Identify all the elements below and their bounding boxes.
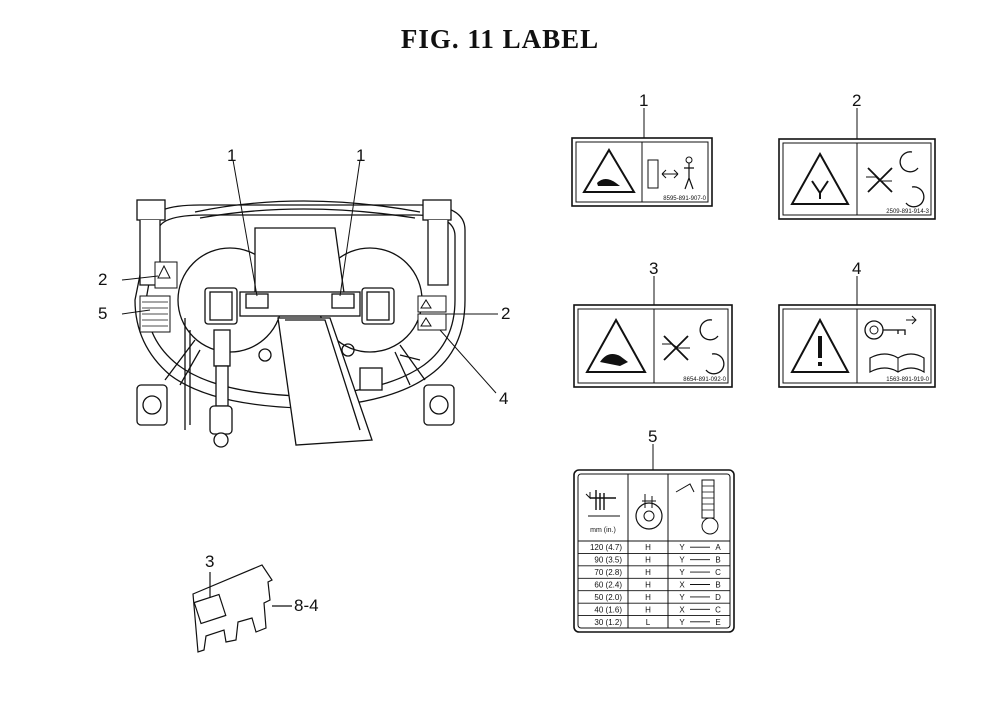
label-1: 8595-891-907-0 (571, 108, 713, 207)
label-3: 8654-891-092-0 (573, 276, 733, 388)
label-4-part-number: 1563-891-919-0 (886, 377, 929, 383)
height-chart-cell-pin: H (645, 543, 651, 552)
height-chart-cell-pin: H (645, 568, 651, 577)
height-chart-cell-position: Y (679, 543, 685, 552)
callout-deck-right-1: 1 (356, 146, 366, 165)
height-chart-cell-position: X (679, 581, 685, 590)
figure-title: FIG. 11 LABEL (400, 24, 600, 54)
callout-plate-3: 3 (205, 552, 215, 571)
height-chart-cell-height: 40 (1.6) (594, 605, 622, 614)
height-chart-cell-position: Y (679, 556, 685, 565)
height-chart-cell-height: 50 (2.0) (594, 593, 622, 602)
callout-label-4: 4 (852, 259, 862, 278)
height-chart-cell-pin: H (645, 556, 651, 565)
height-chart-cell-pin: H (645, 581, 651, 590)
height-chart-rows: 120 (4.7) H Y A 90 (3.5) H Y B 70 (2.8) H Y C 60 (2.… (578, 543, 730, 627)
height-chart-cell-position: Y (679, 568, 685, 577)
height-chart-cell-pin: H (645, 593, 651, 602)
height-chart-cell-position: Y (679, 593, 685, 602)
callout-label-5: 5 (648, 427, 658, 446)
height-chart-cell-hole: C (715, 605, 721, 614)
height-chart-cell-pin: H (645, 605, 651, 614)
mower-deck-drawing (134, 199, 466, 448)
height-chart-cell-hole: B (715, 556, 720, 565)
label-3-part-number: 8654-891-092-0 (683, 377, 726, 383)
callout-deck-right-4: 4 (499, 389, 509, 408)
deck-label-blocks (139, 261, 447, 333)
label-5: mm (in.) 120 (4.7) H Y A 90 (3.5) H Y B 70 (2.8)… (573, 444, 735, 633)
callout-deck-left-5: 5 (98, 304, 108, 323)
height-chart-cell-hole: B (715, 581, 720, 590)
height-chart-cell-hole: A (715, 543, 721, 552)
height-chart-cell-height: 30 (1.2) (594, 618, 622, 627)
height-chart-unit-header: mm (in.) (590, 527, 616, 534)
deck-leader-lines (121, 159, 498, 394)
callout-label-2: 2 (852, 91, 862, 110)
label-4: 1563-891-919-0 (778, 276, 936, 388)
callout-label-1: 1 (639, 91, 649, 110)
callout-plate-ref: 8-4 (294, 596, 319, 615)
height-chart-cell-hole: C (715, 568, 721, 577)
height-chart-cell-pin: L (646, 618, 651, 627)
callout-label-3: 3 (649, 259, 659, 278)
callout-deck-right-2: 2 (501, 304, 511, 323)
callout-deck-left-2: 2 (98, 270, 108, 289)
label-2: 2509-891-914-3 (778, 108, 936, 220)
cover-plate-drawing (192, 564, 292, 653)
height-chart-cell-hole: E (715, 618, 720, 627)
label-2-part-number: 2509-891-914-3 (886, 209, 929, 215)
height-chart-cell-height: 90 (3.5) (594, 556, 622, 565)
height-chart-cell-position: X (679, 605, 685, 614)
height-chart-cell-position: Y (679, 618, 685, 627)
height-chart-cell-height: 60 (2.4) (594, 581, 622, 590)
callout-deck-left-1: 1 (227, 146, 237, 165)
height-chart-cell-height: 120 (4.7) (590, 543, 622, 552)
height-chart-cell-height: 70 (2.8) (594, 568, 622, 577)
height-chart-cell-hole: D (715, 593, 721, 602)
label-1-part-number: 8595-891-907-0 (663, 196, 706, 202)
